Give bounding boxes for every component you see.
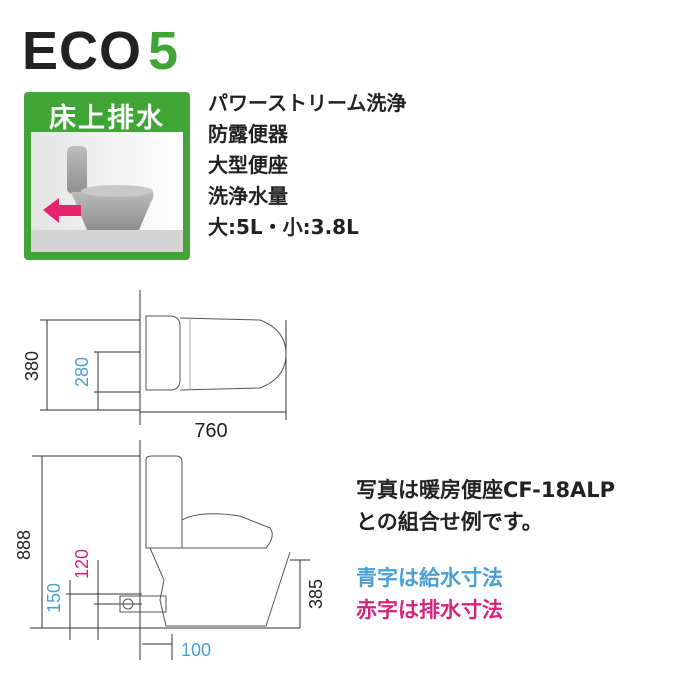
spec-list: パワーストリーム洗浄 防露便器 大型便座 洗浄水量 大:5L・小:3.8L: [208, 88, 406, 243]
badge-label: 床上排水: [49, 103, 165, 134]
legend-supply: 青字は給水寸法: [356, 566, 503, 590]
elevation-dim-labels: 888 120 150 385 100: [14, 530, 326, 660]
plan-view: [40, 290, 287, 425]
dim-280-label: 280: [72, 357, 92, 387]
color-legend: 青字は給水寸法 赤字は排水寸法: [356, 562, 503, 626]
spec-item: 洗浄水量: [208, 184, 288, 208]
toilet-drain-icon: [31, 132, 183, 252]
plan-dim-labels: 380 280 760: [22, 351, 228, 442]
spec-item: パワーストリーム洗浄: [208, 91, 407, 115]
photo-note: 写真は暖房便座CF-18ALP との組合せ例です。: [356, 474, 615, 538]
dim-120-label: 120: [72, 549, 92, 579]
spec-item: 大:5L・小:3.8L: [208, 215, 359, 239]
dim-150-label: 150: [44, 583, 64, 613]
floor-drain-badge: 床上排水: [24, 92, 190, 260]
spec-item: 大型便座: [208, 153, 288, 177]
legend-drain: 赤字は排水寸法: [356, 598, 503, 622]
eco-number: 5: [148, 21, 180, 81]
spec-item: 防露便器: [208, 122, 288, 146]
badge-illustration: [31, 132, 183, 252]
eco-prefix: ECO: [22, 21, 143, 81]
photo-note-line: 写真は暖房便座CF-18ALP: [356, 478, 616, 502]
dim-100-label: 100: [181, 640, 211, 660]
dim-760-label: 760: [194, 420, 227, 442]
dim-385-label: 385: [306, 579, 326, 609]
photo-note-line: との組合せ例です。: [356, 510, 543, 534]
elevation-view: [30, 440, 310, 660]
dim-888-label: 888: [14, 530, 34, 560]
dim-380-label: 380: [22, 351, 42, 381]
